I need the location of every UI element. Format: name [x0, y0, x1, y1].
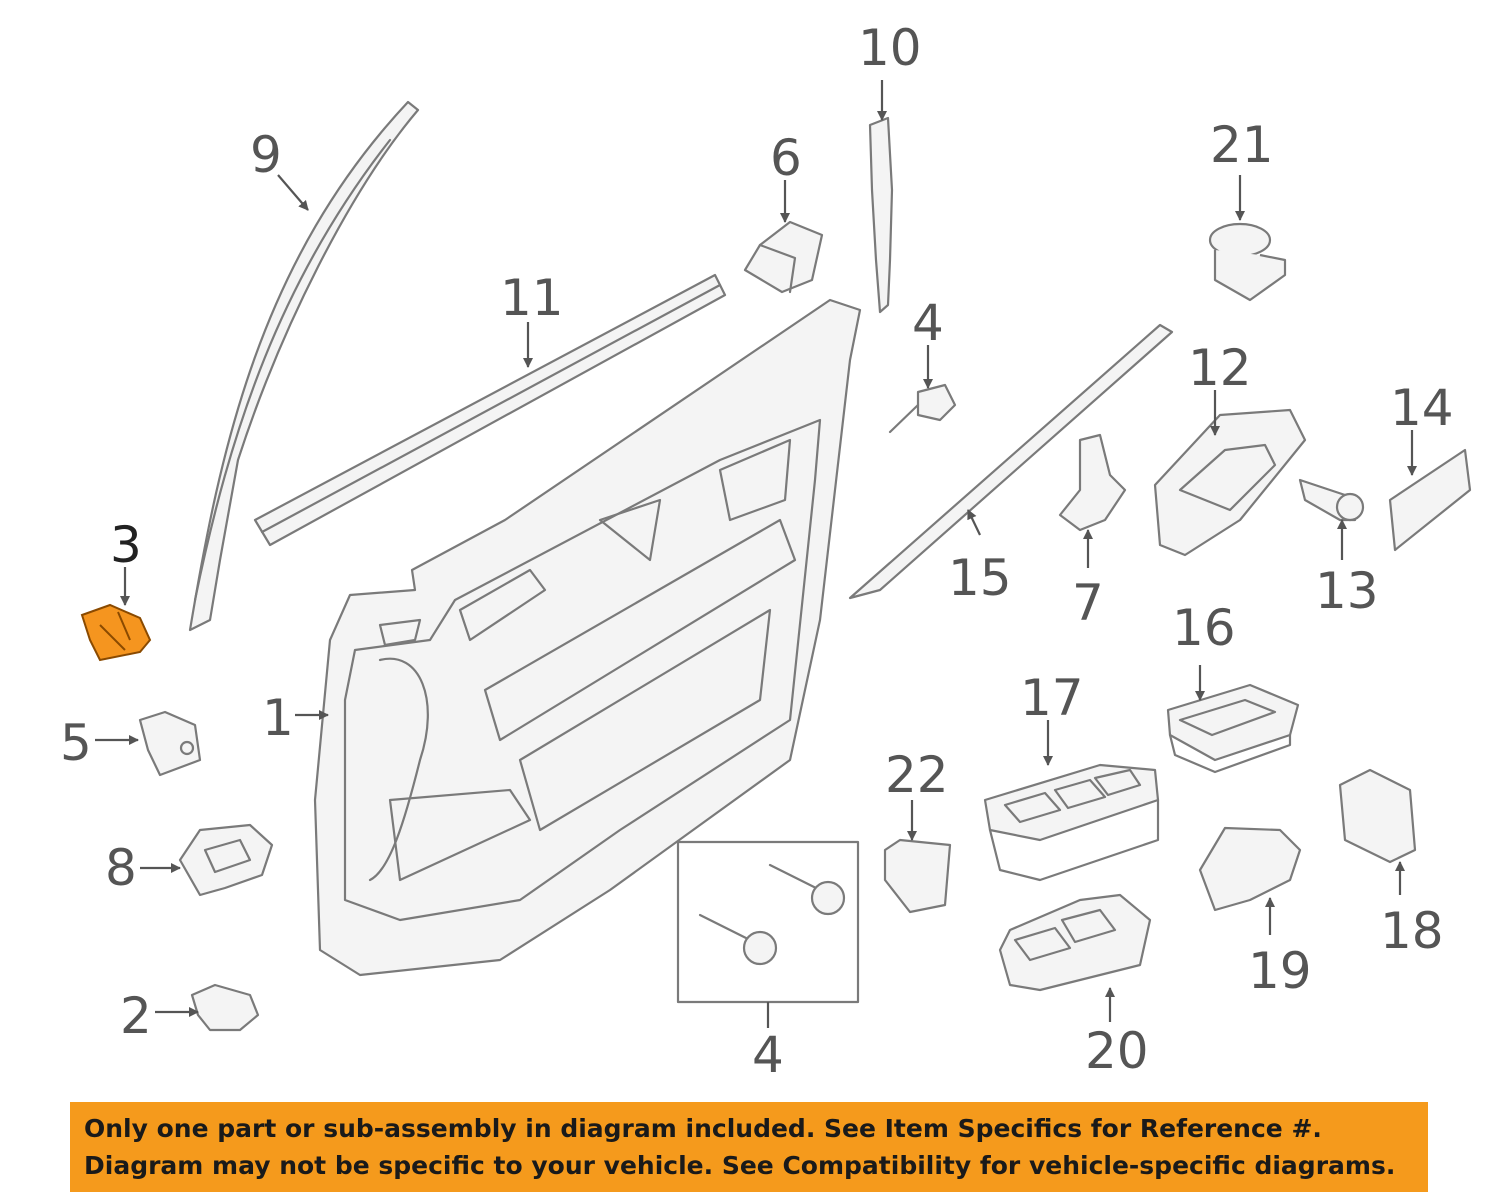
clip-5	[138, 710, 202, 777]
switch-21	[1208, 222, 1287, 302]
door-trim-panel	[313, 298, 862, 977]
callout-11: 11	[500, 269, 564, 327]
callout-19: 19	[1248, 942, 1312, 1000]
parts-diagram: 1 2 3 4 4 5 6 7 8 9 10 11 12 13 14 15 16…	[60, 19, 1472, 1080]
callout-20: 20	[1085, 1022, 1149, 1080]
cover-14	[1388, 448, 1472, 552]
weatherstrip-10	[868, 116, 894, 314]
callout-22: 22	[885, 746, 949, 804]
handle-7	[1058, 433, 1127, 532]
switch-18	[1338, 768, 1417, 864]
callout-9: 9	[250, 126, 282, 184]
callout-labels: 1 2 3 4 4 5 6 7 8 9 10 11 12 13 14 15 16…	[60, 19, 1454, 1080]
master-switch-20	[998, 893, 1152, 992]
callout-21: 21	[1210, 116, 1274, 174]
callout-4-upper: 4	[912, 294, 944, 352]
callout-6: 6	[770, 129, 802, 187]
clip-13	[1298, 478, 1365, 522]
clip-2	[190, 983, 260, 1032]
callout-5: 5	[60, 714, 92, 772]
disclaimer-banner: Only one part or sub-assembly in diagram…	[70, 1102, 1428, 1192]
callout-3: 3	[110, 516, 142, 574]
disclaimer-line-2: Diagram may not be specific to your vehi…	[84, 1151, 1396, 1180]
trim-strip-15	[848, 323, 1174, 600]
callout-8: 8	[105, 839, 137, 897]
belt-molding	[253, 273, 727, 547]
screw-4-upper	[888, 383, 957, 434]
run-channel	[188, 100, 420, 632]
handle-housing-8	[178, 823, 274, 897]
callout-12: 12	[1188, 339, 1252, 397]
callout-17: 17	[1020, 669, 1084, 727]
switch-19	[1198, 826, 1302, 912]
callout-18: 18	[1380, 902, 1444, 960]
window-switch-17	[983, 763, 1160, 882]
highlighted-part-3	[80, 603, 152, 662]
switch-16	[1166, 683, 1300, 774]
callout-10: 10	[858, 19, 922, 77]
callout-2: 2	[120, 987, 152, 1045]
clip-kit-box	[676, 840, 860, 1004]
switch-22	[883, 838, 952, 914]
bracket-6	[743, 220, 824, 294]
callout-13: 13	[1315, 562, 1379, 620]
disclaimer-line-1: Only one part or sub-assembly in diagram…	[84, 1114, 1322, 1143]
callout-15: 15	[948, 549, 1012, 607]
callout-4-lower: 4	[752, 1026, 784, 1080]
callout-1: 1	[262, 689, 294, 747]
callout-16: 16	[1172, 599, 1236, 657]
leader-lines	[95, 80, 1417, 1028]
callout-14: 14	[1390, 379, 1454, 437]
callout-7: 7	[1072, 574, 1104, 632]
switch-bezel-12	[1153, 408, 1307, 557]
